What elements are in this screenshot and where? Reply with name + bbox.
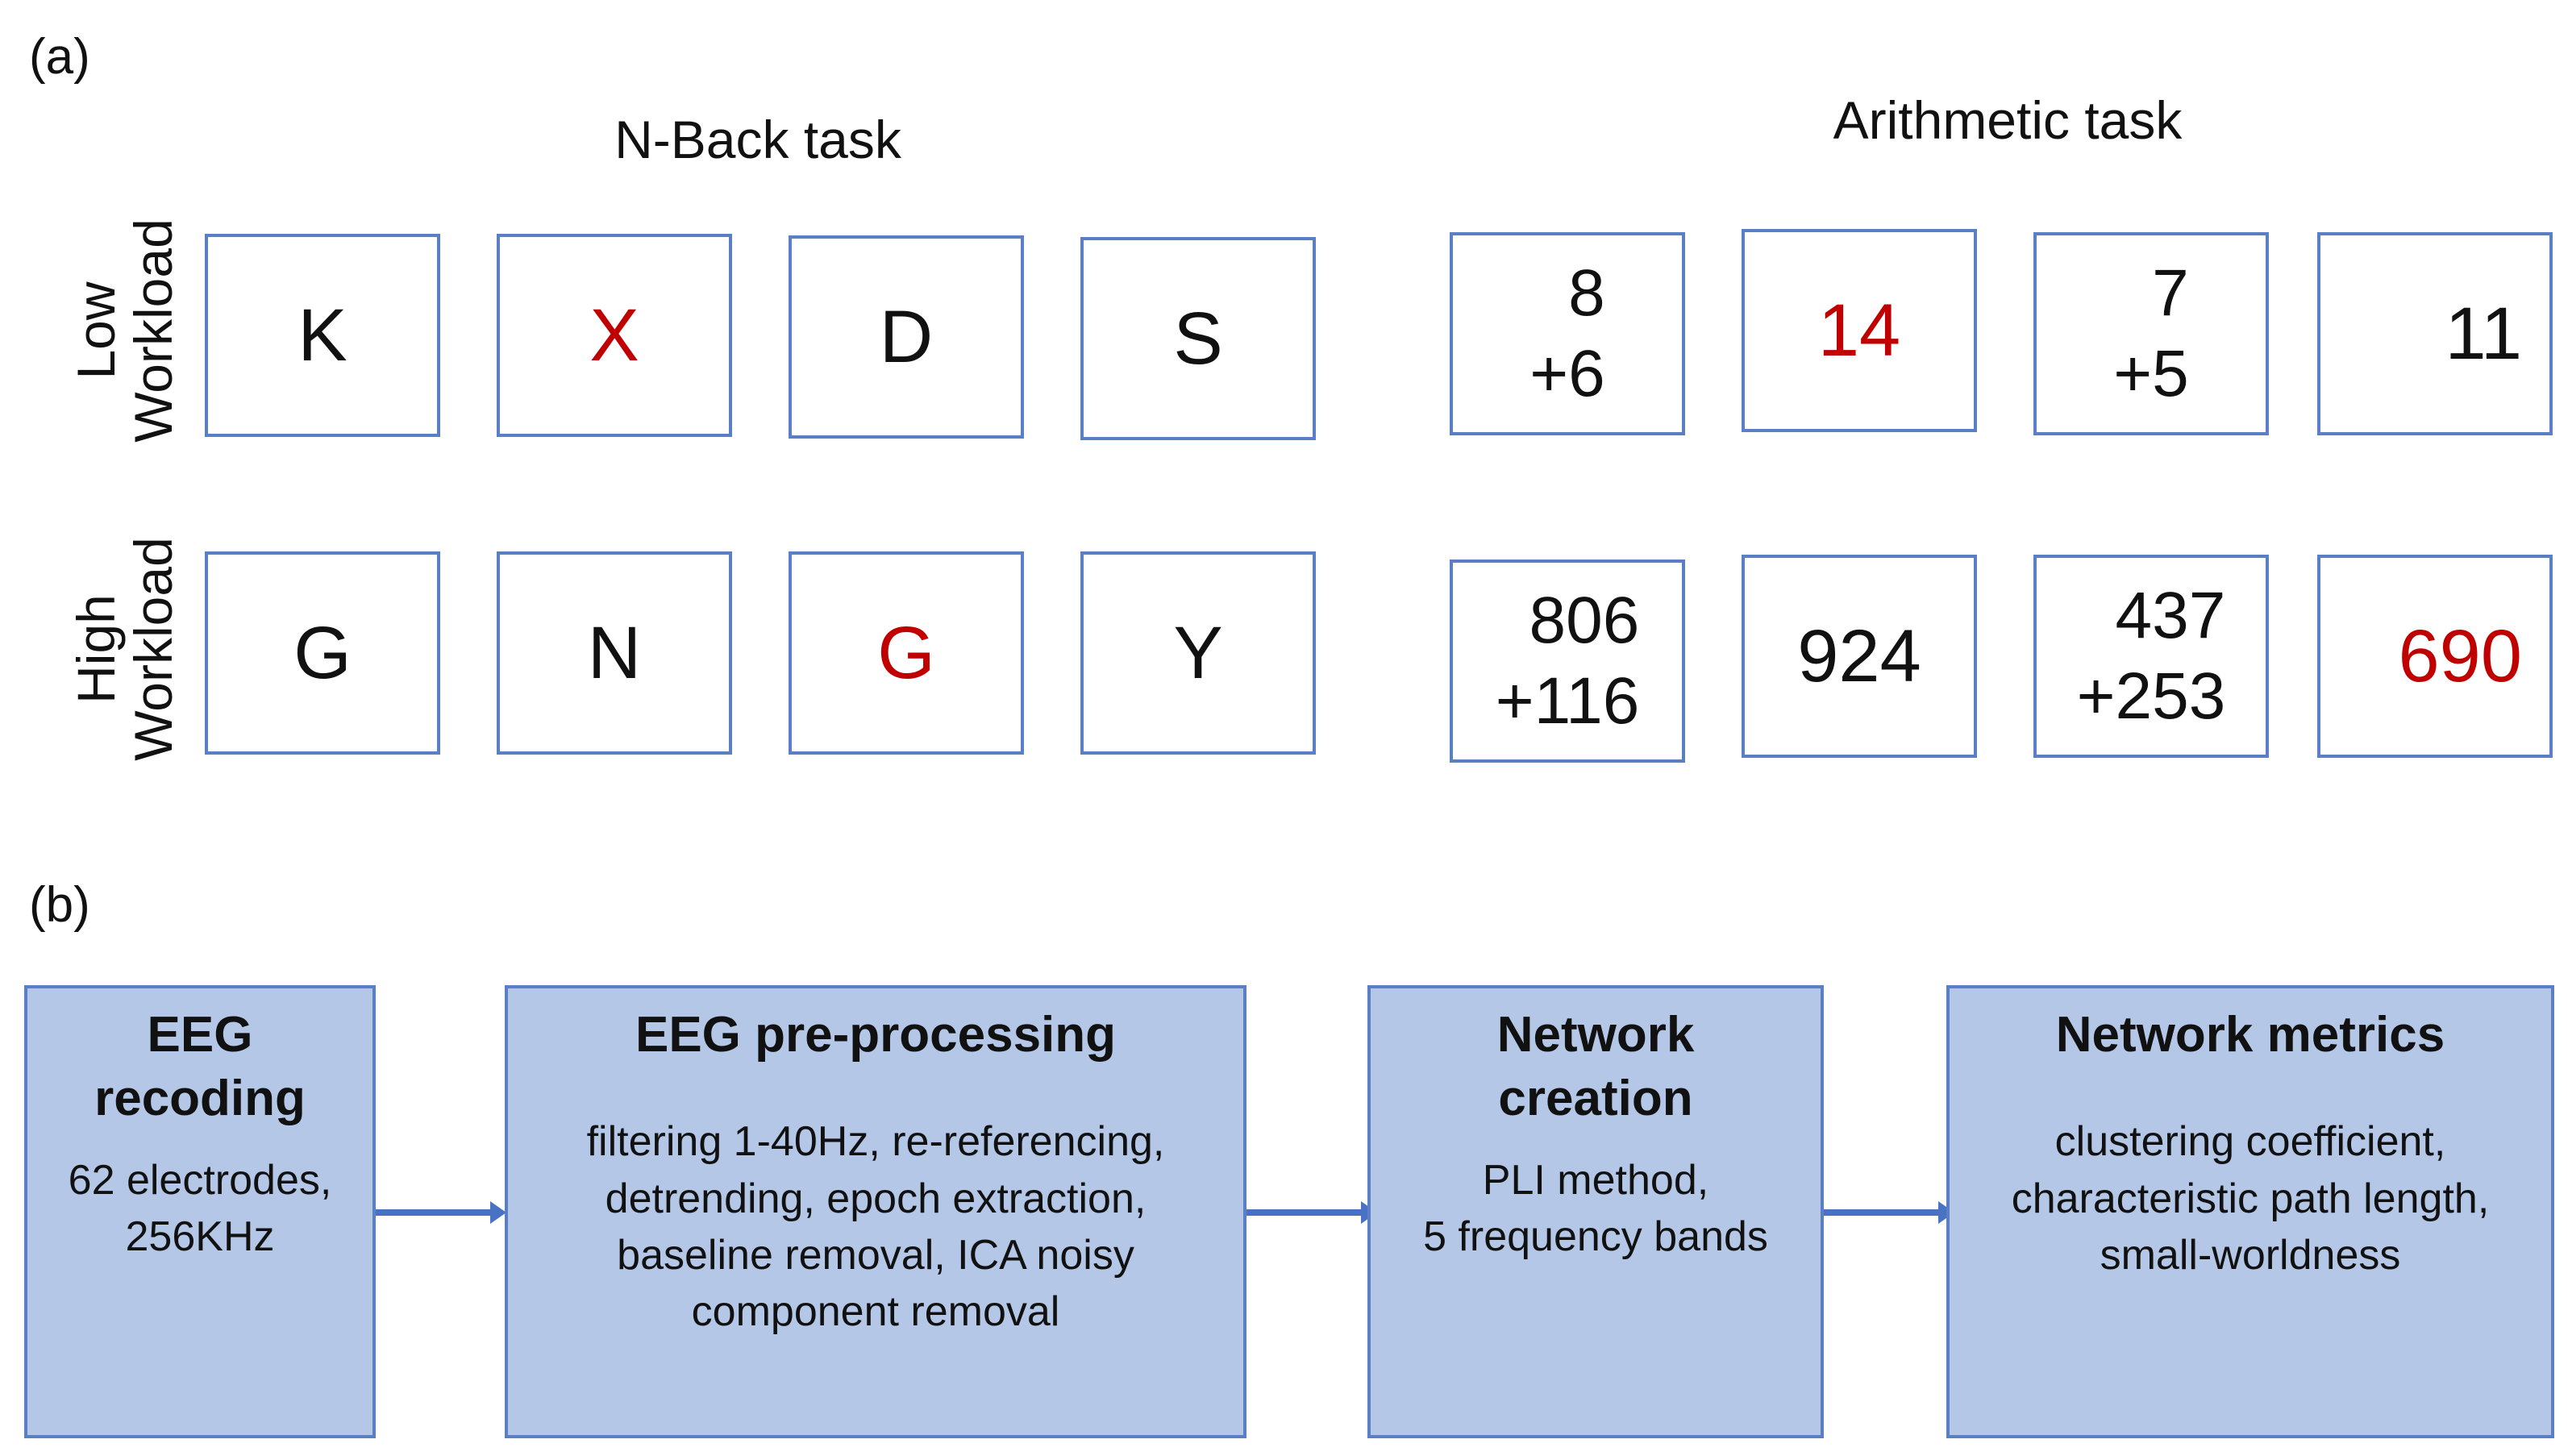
step-eeg-recording-title: EEG recoding <box>94 1007 306 1127</box>
nback-low-cell-1: K <box>205 234 440 437</box>
step-network-creation-body: PLI method, 5 frequency bands <box>1423 1156 1768 1260</box>
nback-high-cell-3-target: G <box>789 551 1024 755</box>
low-workload-label: Low Workload <box>65 198 185 464</box>
arith-high-expression-1: 806 +116 <box>1495 583 1640 738</box>
arith-low-cell-4-result: 11 <box>2317 232 2553 435</box>
arrow-preprocessing-to-network <box>1246 1201 1377 1224</box>
step-network-metrics-title: Network metrics <box>2055 1007 2445 1063</box>
nback-low-cell-4: S <box>1080 237 1316 440</box>
nback-high-cell-1: G <box>205 551 440 755</box>
arrow-network-to-metrics <box>1824 1201 1954 1224</box>
high-workload-label-line2: Workload <box>123 537 183 761</box>
high-workload-label-line1: High <box>65 594 126 704</box>
arith-high-cell-2-result: 924 <box>1742 555 1977 758</box>
step-eeg-preprocessing-body: filtering 1-40Hz, re-referencing, detren… <box>586 1118 1165 1335</box>
arith-high-cell-3: 437 +253 <box>2033 555 2269 758</box>
high-workload-label: High Workload <box>65 516 185 782</box>
arith-low-cell-1: 8 +6 <box>1450 232 1685 435</box>
arith-high-expression-2: 437 +253 <box>2076 578 2226 733</box>
step-eeg-preprocessing-title: EEG pre-processing <box>635 1007 1117 1063</box>
step-network-metrics-body: clustering coefficient, characteristic p… <box>2011 1118 2490 1279</box>
nback-high-cell-2: N <box>497 551 732 755</box>
nback-high-cell-4: Y <box>1080 551 1316 755</box>
panel-a-label: (a) <box>29 29 90 85</box>
arith-low-cell-3: 7 +5 <box>2033 232 2269 435</box>
step-network-creation-title: Network creation <box>1496 1007 1695 1127</box>
arith-high-cell-4-result: 690 <box>2317 555 2553 758</box>
arithmetic-task-title: Arithmetic task <box>1833 90 2183 150</box>
step-eeg-preprocessing: EEG pre-processing filtering 1-40Hz, re-… <box>505 985 1246 1438</box>
step-eeg-recording: EEG recoding 62 electrodes, 256KHz <box>24 985 376 1438</box>
arith-low-expression-1: 8 +6 <box>1529 256 1605 410</box>
arith-low-cell-2-result: 14 <box>1742 229 1977 432</box>
arrow-recording-to-preprocessing <box>376 1201 506 1224</box>
nback-low-cell-2-target: X <box>497 234 732 437</box>
arith-high-cell-1: 806 +116 <box>1450 560 1685 763</box>
panel-b-label: (b) <box>29 877 90 933</box>
step-eeg-recording-body: 62 electrodes, 256KHz <box>68 1156 332 1260</box>
low-workload-label-line1: Low <box>65 281 126 380</box>
step-network-metrics: Network metrics clustering coefficient, … <box>1946 985 2554 1438</box>
low-workload-label-line2: Workload <box>123 218 183 443</box>
nback-low-cell-3: D <box>789 235 1024 439</box>
arith-low-expression-2: 7 +5 <box>2113 256 2189 410</box>
nback-task-title: N-Back task <box>614 110 901 169</box>
step-network-creation: Network creation PLI method, 5 frequency… <box>1367 985 1824 1438</box>
